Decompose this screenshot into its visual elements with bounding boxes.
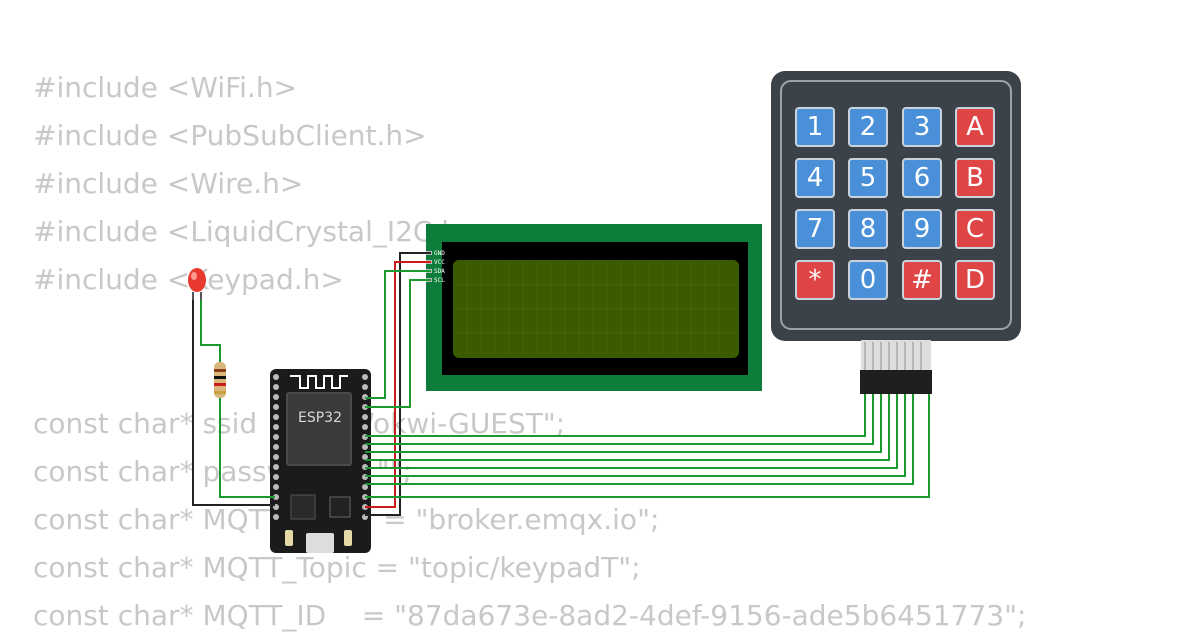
- key-1[interactable]: 1: [795, 107, 835, 147]
- wire-lcd-vcc: [365, 261, 431, 508]
- esp32-reset-button[interactable]: [344, 530, 352, 546]
- wire-lcd-sda: [365, 270, 431, 399]
- key-c[interactable]: C: [955, 209, 995, 249]
- code-line-include-pubsubclient: #include <PubSubClient.h>: [33, 119, 427, 152]
- esp32-usb-port: [306, 533, 334, 553]
- wire-keypad-c3: [365, 394, 914, 485]
- resistor[interactable]: [214, 362, 226, 398]
- keypad-ribbon-pins: [864, 342, 922, 372]
- wire-lcd-gnd: [365, 252, 431, 516]
- lcd-char-grid: [456, 263, 736, 355]
- key-9[interactable]: 9: [902, 209, 942, 249]
- key-a[interactable]: A: [955, 107, 995, 147]
- esp32-usb-chip: [329, 496, 351, 518]
- esp32-antenna: [290, 375, 348, 389]
- lcd-pin-vcc-label: VCC: [434, 259, 445, 266]
- key-2[interactable]: 2: [848, 107, 888, 147]
- wire-keypad-r1: [365, 394, 866, 437]
- esp32-label: ESP32: [298, 410, 342, 426]
- key-star[interactable]: *: [795, 260, 835, 300]
- wire-keypad-c1: [365, 394, 898, 469]
- wire-keypad-r3: [365, 394, 882, 453]
- lcd-pin-scl-label: SCL: [434, 277, 445, 284]
- key-hash[interactable]: #: [902, 260, 942, 300]
- wire-resistor-esp: [219, 398, 275, 498]
- code-line-include-wifi: #include <WiFi.h>: [33, 71, 298, 104]
- wire-keypad-c2: [365, 394, 906, 477]
- esp32-regulator: [290, 494, 316, 520]
- key-7[interactable]: 7: [795, 209, 835, 249]
- esp32-board[interactable]: [270, 369, 371, 553]
- esp32-pins-right: [362, 374, 368, 520]
- key-5[interactable]: 5: [848, 158, 888, 198]
- wire-led-gnd: [192, 300, 275, 506]
- key-3[interactable]: 3: [902, 107, 942, 147]
- key-4[interactable]: 4: [795, 158, 835, 198]
- key-d[interactable]: D: [955, 260, 995, 300]
- code-line-ssid: const char* ssid = "Wokwi-GUEST";: [33, 407, 566, 440]
- lcd-pin-sda-label: SDA: [434, 268, 445, 275]
- wire-lcd-scl: [365, 279, 431, 408]
- wire-keypad-r4: [365, 394, 890, 461]
- code-line-mqtt-id: const char* MQTT_ID = "87da673e-8ad2-4de…: [33, 599, 1027, 632]
- code-line-include-wire: #include <Wire.h>: [33, 167, 304, 200]
- key-0[interactable]: 0: [848, 260, 888, 300]
- red-led[interactable]: [188, 268, 206, 300]
- wires: [192, 252, 930, 516]
- key-6[interactable]: 6: [902, 158, 942, 198]
- key-8[interactable]: 8: [848, 209, 888, 249]
- lcd-pin-gnd-label: GND: [434, 250, 445, 257]
- esp32-pins-left: [273, 374, 279, 520]
- keypad-inner-border: [780, 80, 1012, 330]
- wire-keypad-r2: [365, 394, 874, 445]
- lcd-module[interactable]: [426, 224, 762, 391]
- code-line-mqtt-topic: const char* MQTT_Topic = "topic/keypadT"…: [33, 551, 641, 584]
- keypad-connector: [860, 370, 932, 394]
- key-b[interactable]: B: [955, 158, 995, 198]
- wire-keypad-c4: [365, 394, 930, 498]
- wire-led-resistor: [200, 300, 221, 362]
- esp32-boot-button[interactable]: [285, 530, 293, 546]
